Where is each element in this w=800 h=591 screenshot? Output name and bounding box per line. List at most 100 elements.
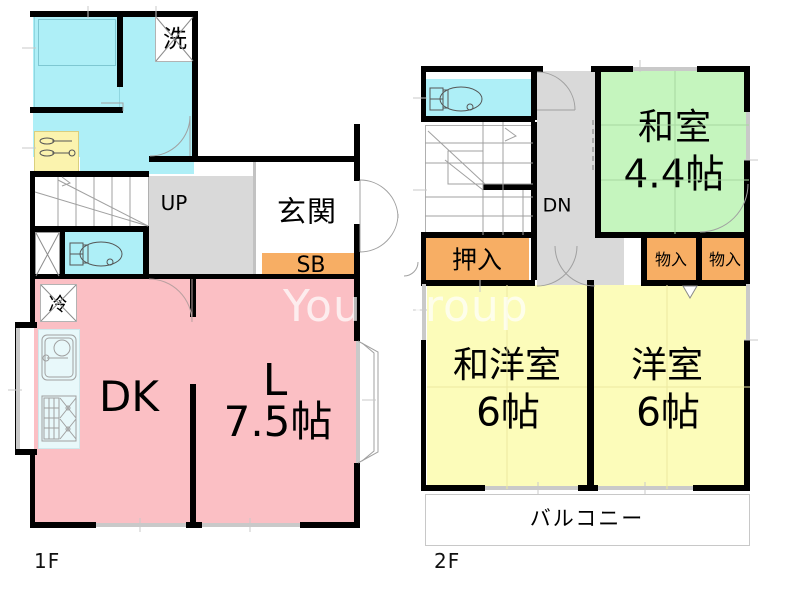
wall-1f-right-entrance2	[354, 224, 360, 279]
wall-2f-top-left	[421, 66, 539, 72]
wall-dk-left-top	[15, 322, 37, 328]
wall-corridor-right	[595, 66, 601, 234]
bay-window-icon	[357, 340, 379, 464]
wall-living-right-upper	[354, 279, 360, 341]
vanity-fill	[34, 131, 79, 174]
wall-2f-left-mid	[421, 232, 426, 284]
wall-hall-entrance-thin	[253, 162, 256, 274]
wall-bath-washroom	[117, 11, 123, 73]
wall-hall-2f-bottom-left	[529, 280, 535, 286]
kitchen-counter	[38, 329, 80, 449]
wall-1f-left-upper	[30, 11, 35, 17]
living-label: L	[262, 355, 288, 406]
wall-oshiire-top	[421, 232, 533, 238]
wall-toilet-2f-bottom	[421, 116, 535, 122]
wall-hall-top	[192, 156, 360, 162]
window-dk-left	[16, 328, 20, 449]
living-size-label: 7.5帖	[223, 397, 333, 446]
window-2f-top-sash	[633, 67, 697, 71]
wall-washitsu-bottom2	[692, 232, 750, 238]
wall-dk-living-lower	[190, 384, 196, 527]
japanese-room-size-label: 4.4帖	[623, 152, 725, 198]
wall-dk-left-2	[30, 449, 35, 527]
stairs-up-block-lower	[149, 247, 253, 279]
stairs-2f-area	[425, 125, 535, 235]
bay-window-living	[356, 341, 360, 463]
balcony-label: バルコニー	[529, 506, 645, 531]
hall-2f-block	[537, 235, 624, 288]
wall-bath-bottom	[30, 107, 36, 113]
window-2f-bottom-1	[485, 486, 578, 490]
bathtub-inner	[38, 19, 116, 66]
shoe-box-label: SB	[296, 253, 326, 278]
balcony-fill	[425, 494, 750, 546]
wall-rooms-divider	[587, 280, 594, 490]
wall-washroom-bottom	[149, 156, 198, 162]
toilet-1f-fill	[65, 232, 143, 277]
wall-under-stairs	[30, 226, 149, 232]
wall-2f-rooms-bottom-left	[421, 485, 485, 491]
stairs-down-label: DN	[542, 194, 572, 217]
dk-label: DK	[99, 372, 159, 421]
youshitsu-label: 洋室	[630, 345, 704, 386]
wall-toilet-left	[60, 226, 65, 279]
washer-label: 洗	[163, 25, 187, 53]
oshiire-label: 押入	[451, 245, 503, 275]
wall-dk-top	[149, 274, 193, 279]
window-1f-bottom-1	[96, 523, 186, 527]
window-2f-left	[422, 284, 426, 340]
wall-toilet-bottom	[30, 274, 149, 279]
wall-dk-left	[30, 279, 35, 323]
oshiire-fill	[425, 238, 529, 280]
wall-washroom-right	[192, 11, 198, 162]
wall-2f-top-right	[591, 66, 633, 72]
wall-2f-top-mid	[537, 66, 543, 72]
wall-1f-bottom-left	[30, 522, 96, 528]
shoe-box-fill	[262, 253, 360, 278]
wall-storage-left	[641, 232, 647, 286]
wall-1f-bottom-mid	[186, 522, 202, 528]
stairs-up-label: UP	[160, 191, 188, 215]
wayoushitsu-size-label: 6帖	[476, 390, 540, 436]
wall-1f-bottom-right	[300, 522, 360, 528]
floor-2f-tag: 2F	[434, 549, 461, 573]
wall-stairs-2f-right	[531, 122, 537, 280]
wayoushitsu-fill	[427, 285, 587, 489]
wall-2f-right-mid	[744, 160, 750, 238]
wall-2f-left-lower	[421, 340, 426, 490]
wall-stairs-2f-inner	[483, 184, 533, 190]
stairs-up-block	[149, 176, 253, 247]
wall-dk-living-upper	[190, 274, 196, 317]
storage-1-label: 物入	[654, 250, 688, 269]
wall-washitsu-bottom	[595, 232, 700, 238]
wall-dk-left-bottom	[15, 449, 37, 455]
wayoushitsu-label: 和洋室	[452, 345, 562, 386]
window-2f-right-lower	[746, 284, 750, 340]
wall-under-vanity	[30, 171, 149, 177]
toilet-2f-fill	[425, 79, 535, 120]
wall-1f-right-upper	[354, 124, 360, 162]
stairs-1f-area	[34, 176, 149, 230]
wall-oshiire-bottom	[421, 280, 529, 286]
wall-1f-right-entrance	[354, 162, 360, 181]
wall-toilet-2f-right	[531, 66, 537, 120]
wall-storage-mid	[696, 232, 702, 286]
window-2f-bottom-2	[598, 486, 693, 490]
wall-2f-left-upper	[421, 66, 426, 120]
wall-1f-top	[30, 11, 198, 17]
washroom-lower-fill	[80, 112, 194, 174]
storage-2-fill	[702, 238, 750, 280]
wall-2f-rooms-bottom-mid	[578, 485, 598, 491]
japanese-room-label: 和室	[637, 107, 713, 148]
wall-washroom-mid	[34, 107, 123, 113]
wall-bath-right-lower	[117, 73, 123, 87]
wall-living-top	[193, 274, 360, 279]
living-fill	[193, 279, 360, 527]
wall-2f-right-rooms	[744, 340, 750, 490]
wall-2f-right-lower	[744, 238, 750, 280]
storage-2-label: 物入	[708, 250, 742, 269]
storage-1-fill	[647, 238, 696, 280]
wall-toilet-right	[143, 226, 149, 279]
wall-storage-bottom	[647, 280, 750, 286]
